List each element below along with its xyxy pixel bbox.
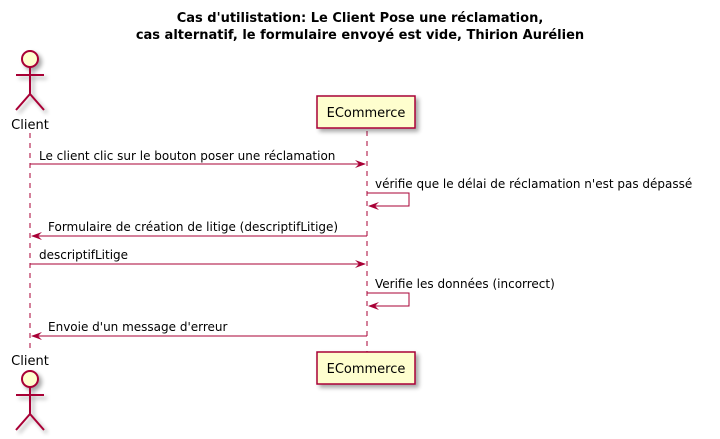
message-6-arrowhead [31, 332, 42, 340]
message-6-label: Envoie d'un message d'erreur [48, 320, 228, 334]
message-2-label: vérifie que le délai de réclamation n'es… [375, 177, 692, 191]
participant-ecommerce-top-label: ECommerce [327, 106, 406, 121]
message-3-label: Formulaire de création de litige (descri… [48, 220, 338, 234]
diagram-title-line-2: cas alternatif, le formulaire envoyé est… [136, 28, 584, 43]
message-1-arrowhead [355, 160, 366, 168]
message-4-label: descriptifLitige [39, 248, 128, 262]
participant-ecommerce-bottom [316, 351, 416, 385]
actor-client-bottom-label: Client [11, 354, 49, 369]
actor-client-top [15, 50, 45, 111]
participant-ecommerce-bottom-label: ECommerce [327, 362, 406, 377]
actor-client-bottom [15, 370, 45, 431]
message-5-label: Verifie les données (incorrect) [375, 277, 555, 291]
message-2-arrowhead [368, 202, 379, 210]
diagram-title-line-1: Cas d'utilistation: Le Client Pose une r… [177, 11, 544, 26]
actor-client-top-label: Client [11, 118, 49, 133]
message-5-arrowhead [368, 302, 379, 310]
participant-ecommerce-top [316, 95, 416, 129]
message-5-arrow [367, 292, 410, 307]
message-2-arrow [367, 192, 410, 207]
message-1-label: Le client clic sur le bouton poser une r… [39, 149, 335, 163]
message-4-arrowhead [355, 260, 366, 268]
message-3-arrowhead [31, 232, 42, 240]
